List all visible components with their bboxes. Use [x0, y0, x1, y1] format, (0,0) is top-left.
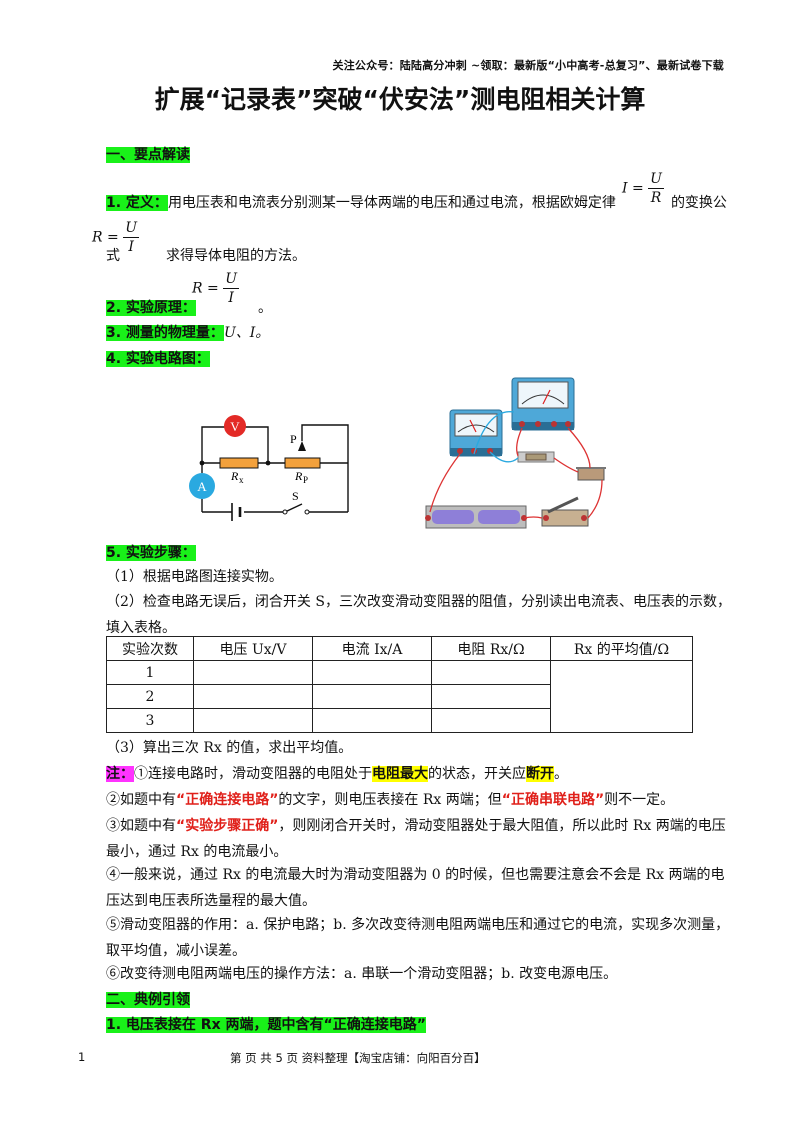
measured-line: 3. 测量的物理量：U、I。 [106, 325, 270, 341]
section-heading-1: 一、要点解读 [106, 142, 734, 168]
table-header-row: 实验次数 电压 Ux/V 电流 Ix/A 电阻 Rx/Ω Rx 的平均值/Ω [106, 636, 693, 661]
definition-label: 1. 定义： [106, 195, 168, 211]
svg-text:S: S [292, 489, 299, 503]
circuit-label: 4. 实验电路图： [106, 351, 210, 367]
svg-text:R: R [230, 469, 239, 483]
note-1: 注：①连接电路时，滑动变阻器的电阻处于电阻最大的状态，开关应断开。 [106, 766, 568, 782]
footer-page-number: 1 [78, 1050, 86, 1064]
svg-text:A: A [197, 479, 207, 494]
page-title: 扩展“记录表”突破“伏安法”测电阻相关计算 [154, 85, 646, 114]
voltmeter-device [511, 377, 575, 431]
svg-text:x: x [239, 475, 244, 485]
note-3: ③如题中有“实验步骤正确”，则刚闭合开关时，滑动变阻器处于最大阻值，所以此时 R… [106, 818, 726, 860]
note-2: ②如题中有“正确连接电路”的文字，则电压表接在 Rx 两端；但“正确串联电路”则… [106, 792, 675, 808]
svg-text:R: R [294, 469, 303, 483]
svg-text:P: P [303, 475, 308, 485]
table-cell: 3 [106, 708, 194, 733]
apparatus-illustration [425, 377, 606, 529]
table-header-cell: Rx 的平均值/Ω [550, 636, 693, 661]
definition-line: 1. 定义：用电压表和电流表分别测某一导体两端的电压和通过电流，根据欧姆定律的变… [106, 195, 727, 211]
footer-text: 第 页 共 5 页 资料整理【淘宝店铺：向阳百分百】 [230, 1051, 486, 1065]
steps-line: 5. 实验步骤： [106, 540, 734, 566]
step-1: （1）根据电路图连接实物。 [106, 569, 283, 585]
voltmeter-icon [224, 415, 246, 437]
switch-device [541, 496, 589, 527]
note-6: ⑥改变待测电阻两端电压的操作方法：a. 串联一个滑动变阻器；b. 改变电源电压。 [106, 966, 618, 982]
measured-label: 3. 测量的物理量： [106, 325, 224, 341]
header-note: 关注公众号：陆陆高分冲刺 ~领取：最新版“小中高考-总复习”、最新试卷下载 [332, 59, 724, 72]
example-1-label: 1. 电压表接在 Rx 两端，题中含有“正确连接电路” [106, 1017, 426, 1033]
principle-label: 2. 实验原理： [106, 300, 196, 316]
circuit-diagram: V A R x R P P S [189, 415, 349, 521]
section-heading-2-text: 二、典例引领 [106, 992, 190, 1008]
note-5: ⑤滑动变阻器的作用：a. 保护电路；b. 多次改变待测电阻两端电压和通过它的电流… [106, 917, 730, 959]
note-4: ④一般来说，通过 Rx 的电流最大时为滑动变阻器为 0 的时候，但也需要注意会不… [106, 867, 725, 909]
battery-box [425, 505, 527, 529]
step-2: （2）检查电路无误后，闭合开关 S，三次改变滑动变阻器的阻值，分别读出电流表、电… [106, 594, 731, 636]
step-3: （3）算出三次 Rx 的值，求出平均值。 [106, 740, 353, 756]
table-header-cell: 电阻 Rx/Ω [431, 636, 551, 661]
steps-label: 5. 实验步骤： [106, 545, 196, 561]
svg-text:V: V [230, 419, 240, 434]
table-cell: 2 [106, 684, 194, 709]
notes-label: 注： [106, 766, 134, 782]
ammeter-icon [189, 473, 215, 499]
svg-text:P: P [290, 432, 297, 446]
table-cell: 1 [106, 660, 194, 685]
table-header-cell: 电流 Ix/A [312, 636, 432, 661]
table-row: 1 [106, 660, 693, 733]
rheostat-device [576, 467, 606, 481]
table-row: 3 [106, 708, 693, 733]
resistor-rx [219, 457, 259, 469]
record-table: 实验次数 电压 Ux/V 电流 Ix/A 电阻 Rx/Ω Rx 的平均值/Ω 1… [106, 636, 693, 733]
table-header-cell: 电压 Ux/V [193, 636, 313, 661]
example-1: 1. 电压表接在 Rx 两端，题中含有“正确连接电路” [106, 1012, 734, 1038]
section-heading-1-text: 一、要点解读 [106, 147, 190, 163]
principle-line: 2. 实验原理：。 [106, 300, 272, 316]
average-cell [550, 660, 693, 733]
rheostat-rp [284, 457, 321, 469]
definition-cont: 式求得导体电阻的方法。 [106, 248, 306, 264]
section-heading-2: 二、典例引领 [106, 987, 734, 1013]
circuit-line: 4. 实验电路图： [106, 346, 734, 372]
table-header-cell: 实验次数 [106, 636, 194, 661]
table-row: 2 [106, 684, 693, 709]
